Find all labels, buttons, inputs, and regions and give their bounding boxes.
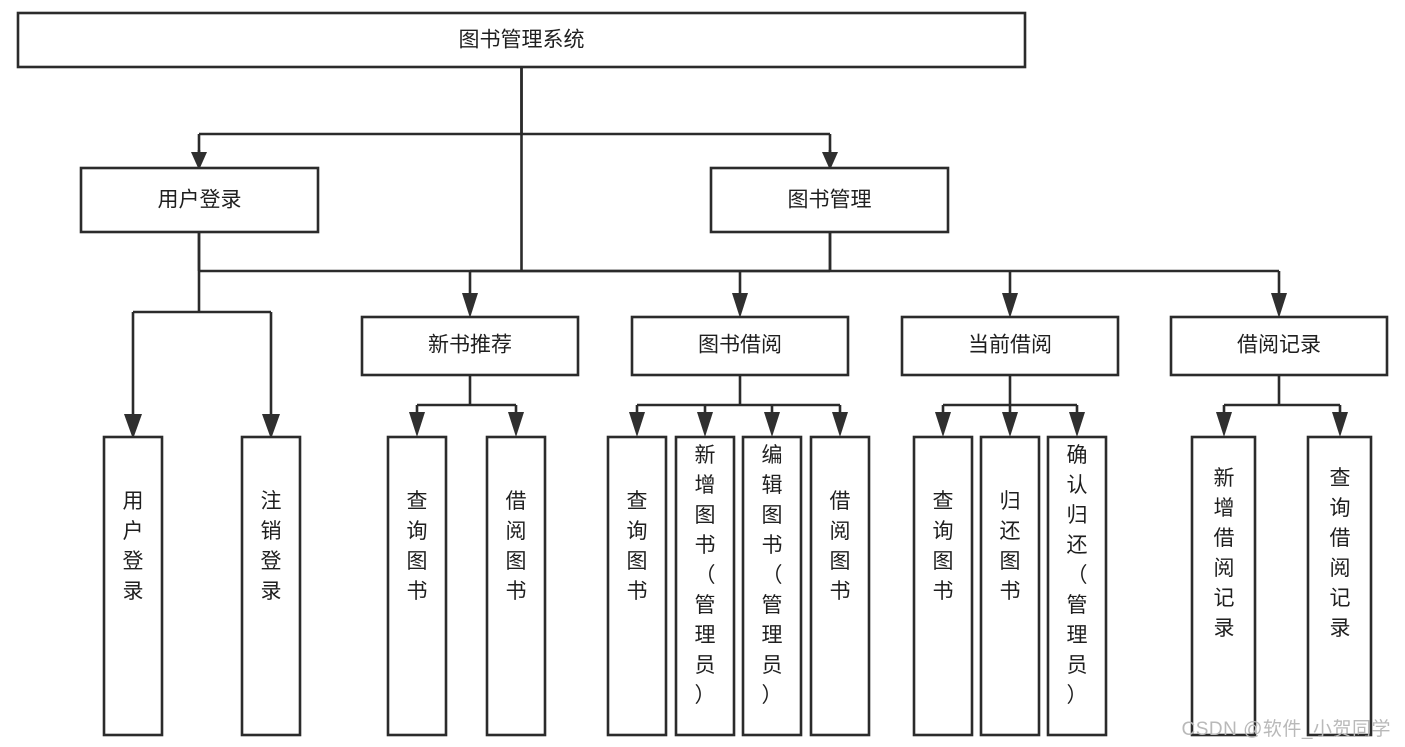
node-current-borrow-box[interactable] — [900, 315, 1120, 377]
node-leaf-edit-book-label: 编辑图书（管理员） — [762, 444, 783, 707]
node-leaf-query-book-2-label: 查询图书 — [627, 490, 648, 603]
arrow-leaf-query-book-2 — [629, 412, 645, 437]
node-book-borrow[interactable]: 图书借阅 — [630, 315, 850, 377]
node-leaf-query-book-1[interactable]: 查询图书 — [386, 435, 448, 737]
node-leaf-user-login-label: 用户登录 — [123, 490, 144, 603]
node-leaf-add-record[interactable]: 新增借阅记录 — [1190, 435, 1257, 737]
node-leaf-borrow-book-1-box[interactable] — [485, 435, 547, 737]
node-leaf-confirm-return-box[interactable] — [1046, 435, 1108, 737]
node-root-label: 图书管理系统 — [459, 29, 585, 52]
node-leaf-borrow-book-1[interactable]: 借阅图书 — [485, 435, 547, 737]
node-new-book-recommend[interactable]: 新书推荐 — [360, 315, 580, 377]
node-leaf-query-book-2[interactable]: 查询图书 — [606, 435, 668, 737]
node-leaf-logout-login-label: 注销登录 — [261, 490, 282, 603]
node-book-management[interactable]: 图书管理 — [709, 166, 950, 234]
node-root[interactable]: 图书管理系统 — [16, 11, 1027, 69]
node-leaf-query-record-box[interactable] — [1306, 435, 1373, 737]
arrow-book-management — [822, 152, 838, 170]
node-leaf-user-login-box[interactable] — [102, 435, 164, 737]
arrow-leaf-borrow-book-2 — [832, 412, 848, 437]
connector-layer — [124, 67, 1348, 439]
node-book-management-label: 图书管理 — [788, 189, 872, 212]
node-leaf-query-record-label: 查询借阅记录 — [1330, 467, 1351, 640]
node-leaf-add-book-box[interactable] — [674, 435, 736, 737]
node-borrow-record-label: 借阅记录 — [1237, 334, 1321, 357]
arrow-leaf-query-book-3 — [935, 412, 951, 437]
node-leaf-query-book-3[interactable]: 查询图书 — [912, 435, 974, 737]
node-leaf-add-record-label: 新增借阅记录 — [1214, 467, 1235, 640]
node-leaf-borrow-book-2-label: 借阅图书 — [830, 490, 851, 603]
node-leaf-user-login[interactable]: 用户登录 — [102, 435, 164, 737]
node-leaf-confirm-return[interactable]: 确认归还（管理员） — [1046, 435, 1108, 737]
node-leaf-edit-book-box[interactable] — [741, 435, 803, 737]
node-leaf-add-book-label: 新增图书（管理员） — [695, 444, 716, 707]
node-leaf-borrow-book-2-box[interactable] — [809, 435, 871, 737]
arrow-leaf-add-book — [697, 412, 713, 437]
node-leaf-query-book-2-box[interactable] — [606, 435, 668, 737]
node-book-borrow-label: 图书借阅 — [698, 334, 782, 357]
node-leaf-add-record-box[interactable] — [1190, 435, 1257, 737]
arrow-leaf-user-login — [124, 414, 142, 439]
node-leaf-logout-login[interactable]: 注销登录 — [240, 435, 302, 737]
node-user-login[interactable]: 用户登录 — [79, 166, 320, 234]
node-leaf-return-book-box[interactable] — [979, 435, 1041, 737]
arrow-borrow-record — [1271, 293, 1287, 318]
arrow-leaf-query-book-1 — [409, 412, 425, 437]
node-leaf-logout-login-box[interactable] — [240, 435, 302, 737]
node-leaf-return-book[interactable]: 归还图书 — [979, 435, 1041, 737]
arrow-leaf-return-book — [1002, 412, 1018, 437]
node-borrow-record-box[interactable] — [1169, 315, 1389, 377]
node-book-borrow-box[interactable] — [630, 315, 850, 377]
node-leaf-confirm-return-label: 确认归还（管理员） — [1067, 444, 1088, 707]
arrow-leaf-borrow-book-1 — [508, 412, 524, 437]
arrow-current-borrow — [1002, 293, 1018, 318]
node-leaf-query-book-3-label: 查询图书 — [933, 490, 954, 603]
arrow-leaf-add-record — [1216, 412, 1232, 437]
node-leaf-query-book-1-label: 查询图书 — [407, 490, 428, 603]
node-leaf-edit-book[interactable]: 编辑图书（管理员） — [741, 435, 803, 737]
arrow-user-login — [191, 152, 207, 170]
arrow-leaf-logout-login — [262, 414, 280, 439]
node-new-book-recommend-box[interactable] — [360, 315, 580, 377]
node-leaf-return-book-label: 归还图书 — [1000, 490, 1021, 603]
arrow-leaf-query-record — [1332, 412, 1348, 437]
node-borrow-record[interactable]: 借阅记录 — [1169, 315, 1389, 377]
arrow-leaf-edit-book — [764, 412, 780, 437]
arrow-new-book-recommend — [462, 293, 478, 318]
node-new-book-recommend-label: 新书推荐 — [428, 334, 512, 357]
node-leaf-add-book[interactable]: 新增图书（管理员） — [674, 435, 736, 737]
node-user-login-label: 用户登录 — [158, 189, 242, 212]
node-current-borrow-label: 当前借阅 — [968, 334, 1052, 357]
node-current-borrow[interactable]: 当前借阅 — [900, 315, 1120, 377]
node-book-management-box[interactable] — [709, 166, 950, 234]
watermark-text: CSDN @软件_小贺同学 — [1181, 719, 1391, 740]
arrow-leaf-confirm-return — [1069, 412, 1085, 437]
node-leaf-query-book-3-box[interactable] — [912, 435, 974, 737]
node-leaf-query-book-1-box[interactable] — [386, 435, 448, 737]
node-leaf-query-record[interactable]: 查询借阅记录 — [1306, 435, 1373, 737]
node-leaf-borrow-book-1-label: 借阅图书 — [506, 490, 527, 603]
node-leaf-borrow-book-2[interactable]: 借阅图书 — [809, 435, 871, 737]
node-root-box[interactable] — [16, 11, 1027, 69]
arrow-book-borrow — [732, 293, 748, 318]
node-user-login-box[interactable] — [79, 166, 320, 234]
